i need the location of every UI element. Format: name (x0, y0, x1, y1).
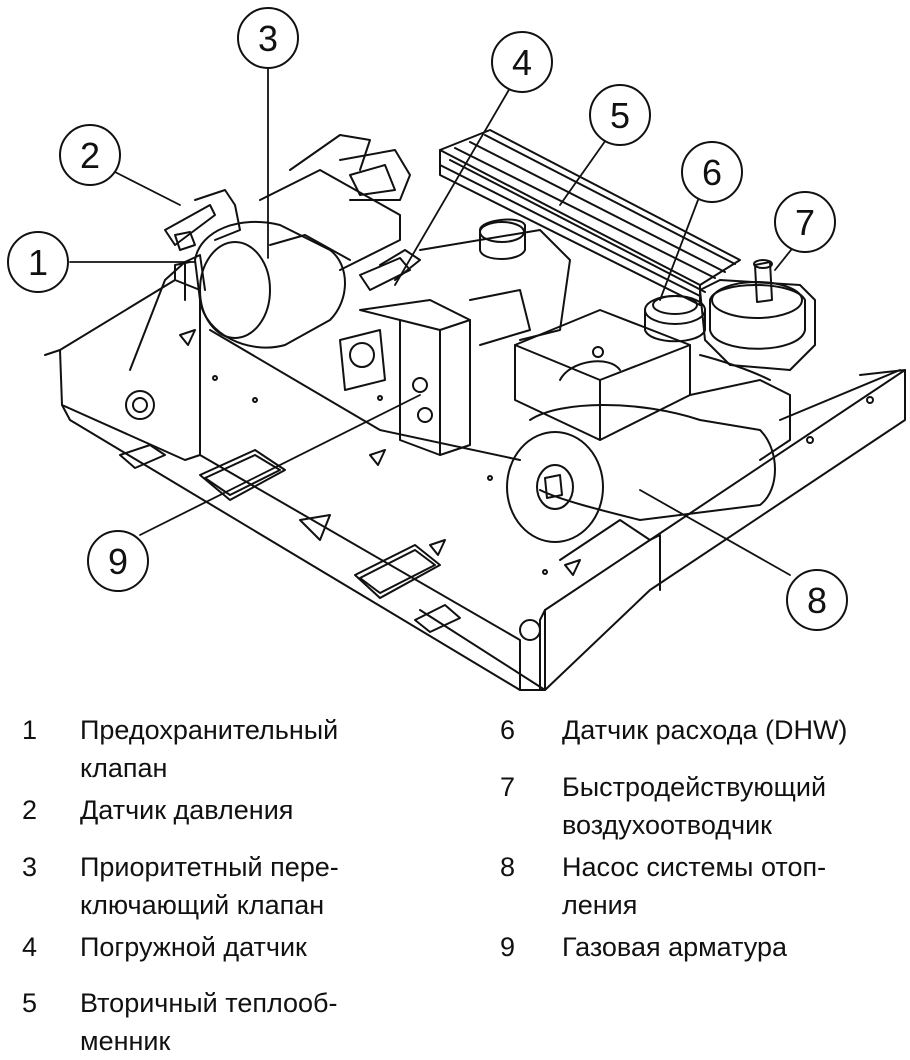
legend-number: 6 (500, 715, 516, 745)
legend-text-line: Приоритетный пере- (80, 852, 339, 882)
priority-valve-motor (194, 134, 411, 349)
callout-5: 5 (589, 84, 651, 146)
svg-text:1: 1 (28, 242, 48, 283)
callout-3: 3 (237, 7, 299, 69)
svg-text:2: 2 (80, 135, 100, 176)
legend-number: 7 (500, 772, 516, 802)
legend-number: 4 (22, 932, 38, 962)
legend-number: 2 (22, 795, 38, 825)
legend-text-line: Вторичный теплооб- (80, 988, 338, 1018)
callout-7: 7 (774, 191, 836, 253)
legend-number: 5 (22, 988, 38, 1018)
legend-text-line: Датчик расхода (DHW) (562, 715, 848, 745)
legend-number: 9 (500, 932, 516, 962)
svg-text:7: 7 (795, 202, 815, 243)
legend-text-line: клапан (80, 753, 168, 783)
heating-pump (506, 309, 791, 543)
legend-text-line: менник (80, 1026, 171, 1056)
callout-6: 6 (681, 141, 743, 203)
svg-text:5: 5 (610, 95, 630, 136)
callout-1: 1 (7, 231, 69, 293)
legend-number: 1 (22, 715, 38, 745)
boiler-hydraulic-unit-drawing: 1 2 3 4 5 6 7 8 9 (7, 7, 906, 691)
legend-number: 3 (22, 852, 38, 882)
svg-text:8: 8 (807, 580, 827, 621)
callout-8: 8 (786, 569, 848, 631)
callout-4: 4 (491, 31, 553, 93)
chassis-frame (44, 261, 906, 691)
legend-text-line: воздухоотводчик (562, 810, 772, 840)
legend-text-line: Погружной датчик (80, 932, 307, 962)
safety-valve (184, 254, 206, 291)
legend-text-line: Насос системы отоп- (562, 852, 827, 882)
automatic-air-vent (699, 259, 816, 371)
flow-sensor (644, 295, 706, 343)
svg-text:4: 4 (512, 42, 532, 83)
leader-lines (69, 61, 796, 576)
gas-valve (339, 218, 571, 456)
legend-text-line: ключающий клапан (80, 890, 325, 920)
svg-text:3: 3 (258, 18, 278, 59)
callout-2: 2 (59, 124, 121, 186)
legend-number: 8 (500, 852, 516, 882)
svg-text:9: 9 (108, 541, 128, 582)
svg-text:6: 6 (702, 152, 722, 193)
legend-text-line: Датчик давления (80, 795, 294, 825)
callout-9: 9 (87, 530, 149, 592)
pressure-sensor (164, 189, 241, 251)
legend-text-line: Предохранительный (80, 715, 339, 745)
legend-text-line: Газовая арматура (562, 932, 788, 962)
legend-text-line: ления (562, 890, 638, 920)
legend-text-line: Быстродействующий (562, 772, 827, 802)
secondary-heat-exchanger (439, 129, 741, 306)
